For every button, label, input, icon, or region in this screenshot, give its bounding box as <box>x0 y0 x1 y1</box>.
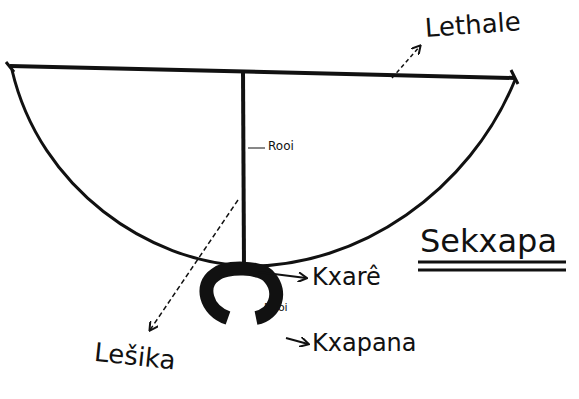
part-label: Kxapana <box>312 330 417 356</box>
part-label: Rooi <box>268 140 294 153</box>
leader-arrow <box>258 272 306 278</box>
title-underline <box>418 262 566 270</box>
leader-arrow <box>392 46 420 78</box>
leader-arrow <box>286 338 308 344</box>
string <box>243 70 244 268</box>
part-label: Lešika <box>93 338 177 375</box>
leader-line <box>248 148 265 149</box>
part-label: Lethale <box>424 7 522 42</box>
diagram-title: Sekxapa <box>420 224 557 259</box>
leader-arrow <box>150 200 238 330</box>
bar-ends <box>6 62 518 84</box>
top-bar <box>10 66 515 78</box>
part-label: Kxarê <box>312 264 381 290</box>
part-label: Rooi <box>264 302 288 314</box>
